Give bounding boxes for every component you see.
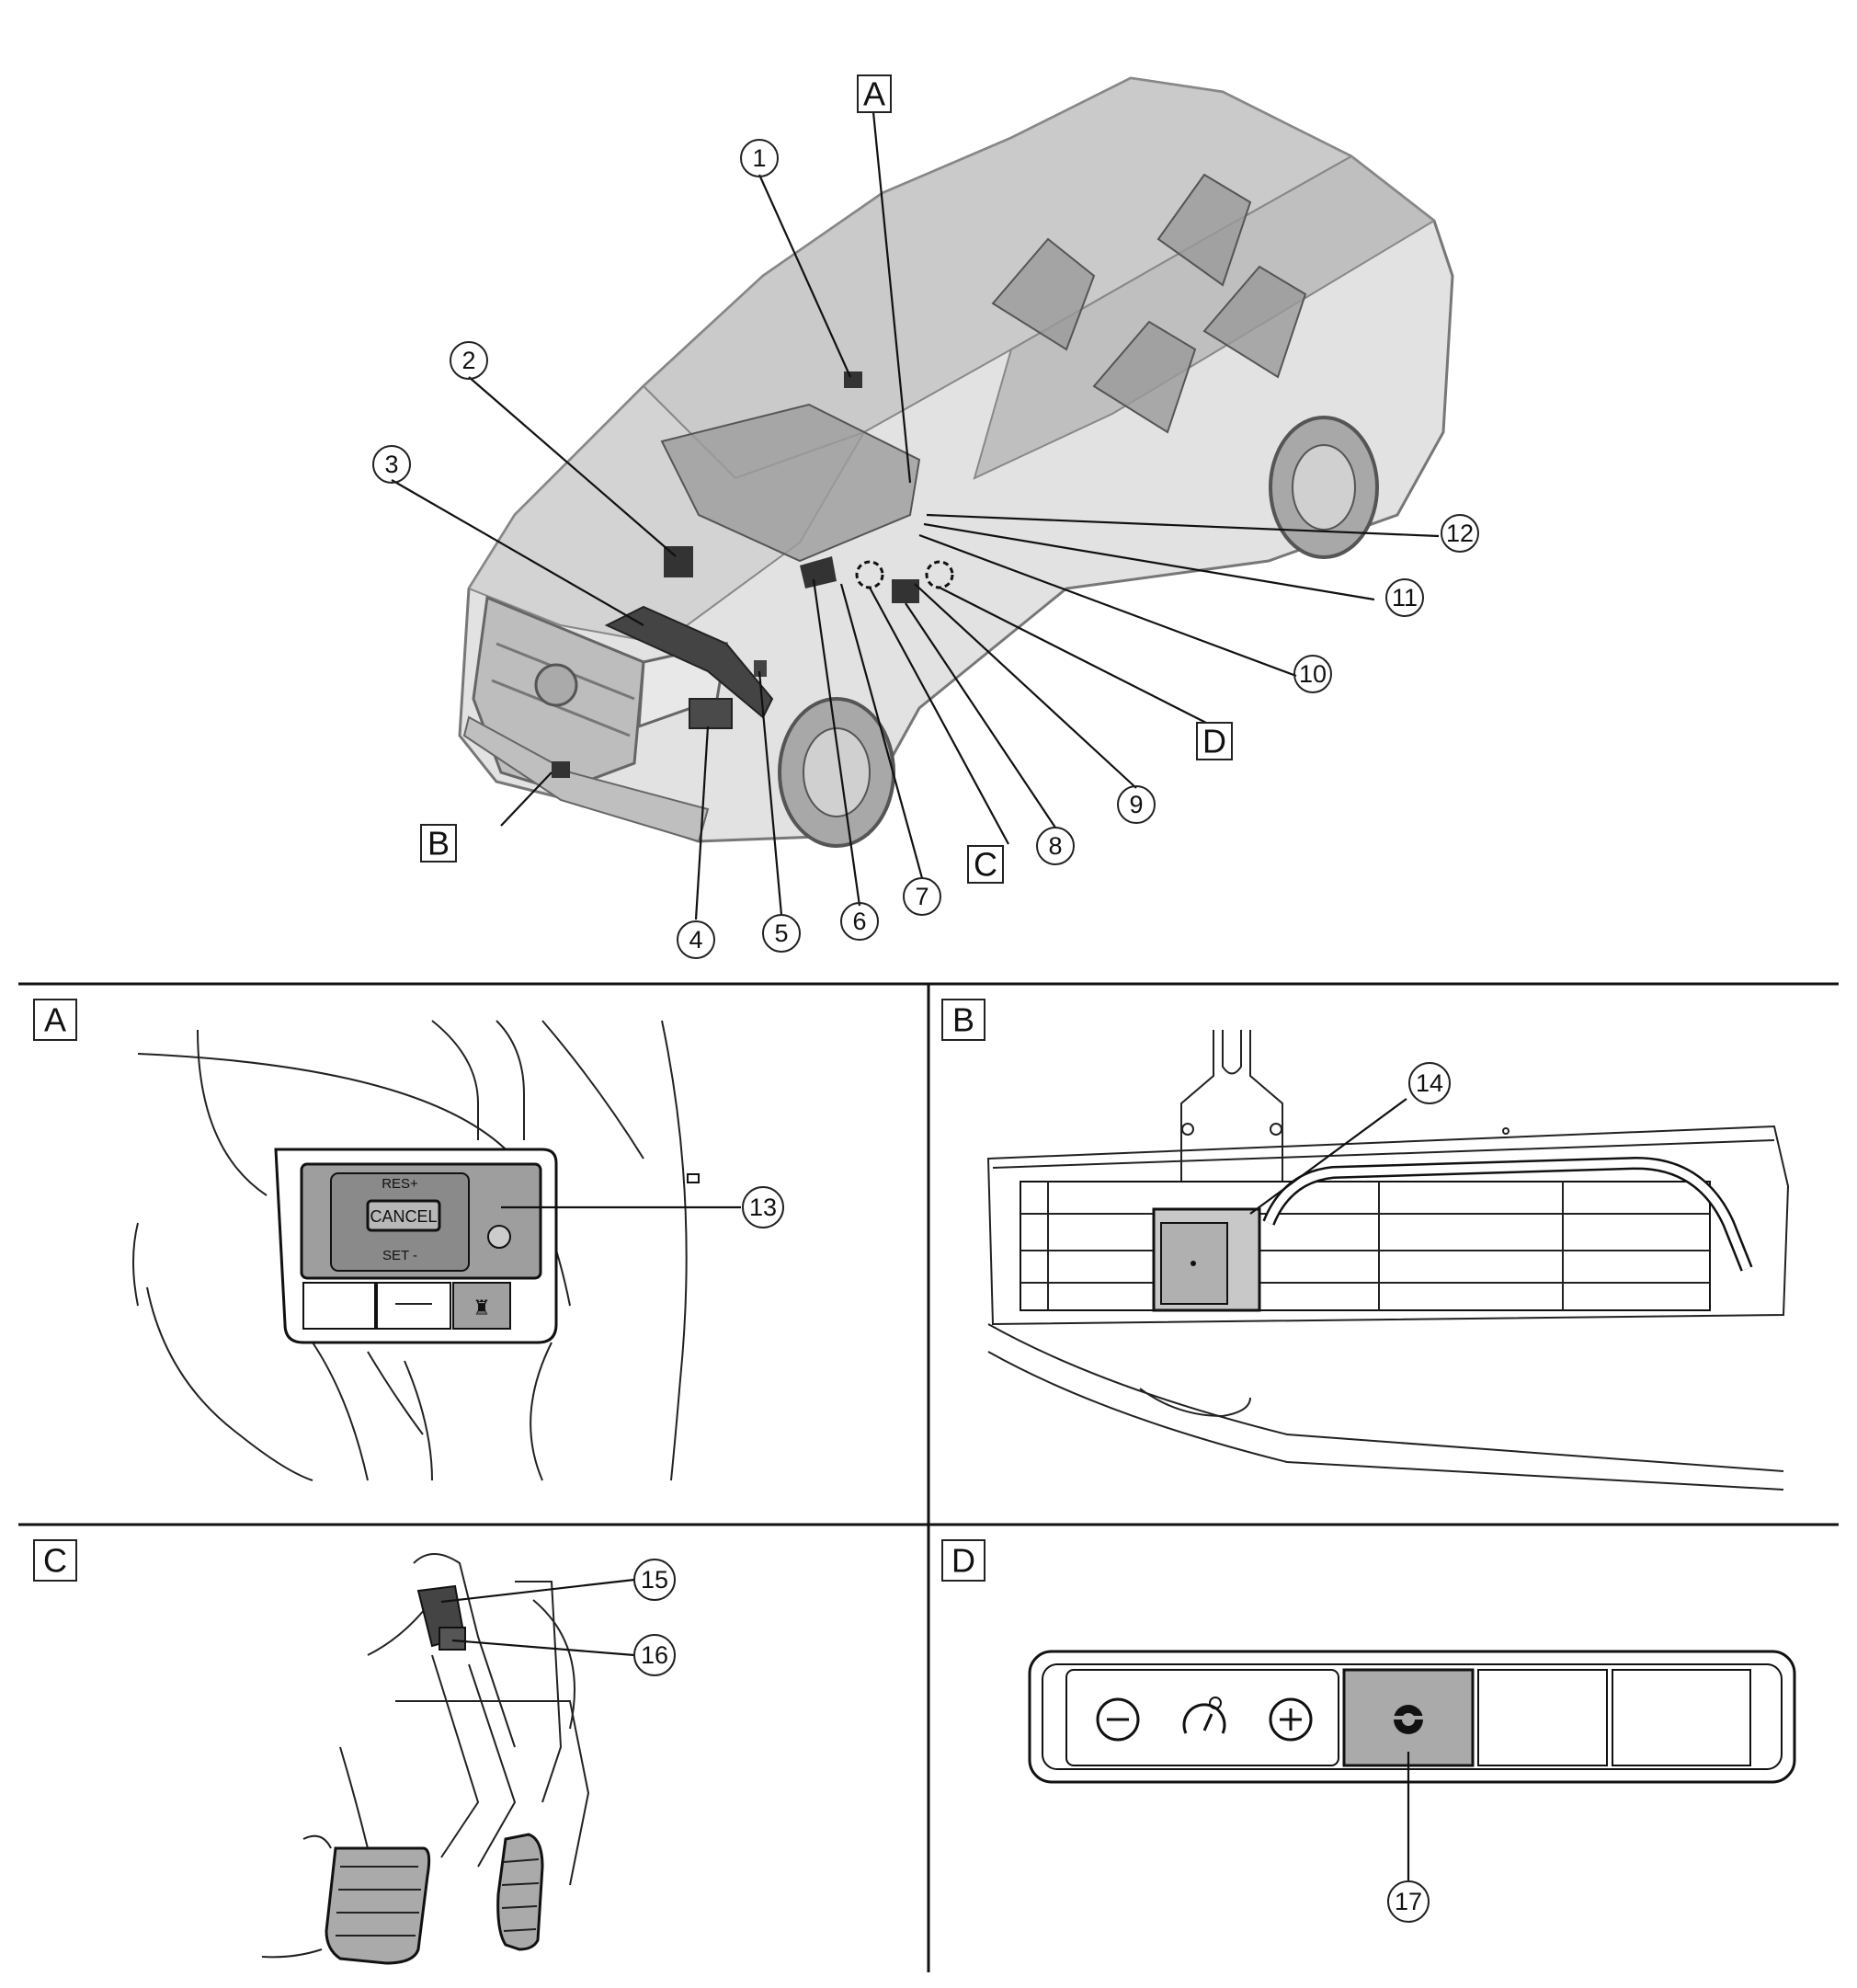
radar-sensor-dot	[1191, 1261, 1196, 1266]
component-1	[844, 371, 862, 388]
brake-pedal-position-switch	[439, 1627, 466, 1651]
svg-text:4: 4	[689, 926, 702, 954]
callout-3: 3	[372, 445, 411, 484]
svg-text:A: A	[863, 75, 885, 113]
callout-9: 9	[1117, 785, 1156, 824]
svg-text:D: D	[951, 1542, 975, 1580]
svg-text:14: 14	[1416, 1069, 1443, 1097]
callout-13: 13	[742, 1186, 784, 1228]
main-leader-lines	[391, 111, 1440, 920]
brake-pedal	[325, 1846, 431, 1965]
set-minus-label: SET -	[382, 1248, 417, 1263]
svg-text:13: 13	[749, 1194, 777, 1221]
svg-text:3: 3	[384, 451, 398, 478]
panel-a-mark	[687, 1173, 700, 1183]
main-view-labels: A B C D	[420, 74, 1233, 884]
vehicle-front-wheel-hub	[803, 727, 871, 817]
speed-adjust-switch[interactable]	[1065, 1669, 1339, 1766]
svg-text:16: 16	[641, 1641, 668, 1669]
lower-mid-button[interactable]	[376, 1282, 451, 1330]
panel-a: A RES+ CANCEL SET - ♜ 13	[33, 999, 784, 1481]
callout-15: 15	[633, 1559, 676, 1601]
svg-text:B: B	[952, 1001, 974, 1039]
view-label-d: D	[1196, 722, 1233, 760]
svg-text:C: C	[43, 1542, 67, 1580]
callout-6: 6	[840, 902, 879, 941]
svg-text:5: 5	[774, 920, 788, 947]
callout-2: 2	[450, 341, 488, 380]
vehicle-dashboard	[660, 403, 921, 563]
callout-7: 7	[903, 877, 941, 916]
cancel-button[interactable]	[366, 1199, 441, 1232]
component-5	[754, 660, 767, 677]
cancel-label: CANCEL	[370, 1207, 437, 1226]
svg-text:1: 1	[752, 144, 766, 172]
svg-text:C: C	[974, 846, 997, 884]
svg-text:11: 11	[1392, 584, 1418, 611]
svg-text:12: 12	[1446, 520, 1474, 547]
view-label-b: B	[420, 824, 457, 863]
panel-c: C 15 16	[33, 1539, 676, 1965]
callout-5: 5	[762, 914, 801, 953]
callout-1: 1	[740, 139, 779, 177]
minus-icon[interactable]	[1096, 1697, 1140, 1742]
component-8	[892, 579, 919, 603]
blank-switch-1[interactable]	[1477, 1669, 1608, 1766]
component-3	[604, 605, 774, 719]
svg-text:8: 8	[1048, 832, 1062, 860]
vehicle-emblem	[534, 663, 578, 707]
blank-switch-2[interactable]	[1612, 1669, 1751, 1766]
svg-text:D: D	[1202, 723, 1226, 760]
svg-text:A: A	[44, 1001, 66, 1039]
callout-16: 16	[633, 1634, 676, 1676]
svg-text:15: 15	[641, 1566, 668, 1594]
lower-left-button[interactable]	[302, 1282, 376, 1330]
panel-d: D 17	[941, 1539, 1796, 1923]
callout-10: 10	[1293, 655, 1332, 693]
svg-text:10: 10	[1299, 660, 1327, 688]
callout-11: 11	[1385, 578, 1424, 617]
callout-17: 17	[1387, 1880, 1430, 1923]
accelerator-pedal	[496, 1833, 544, 1951]
svg-text:7: 7	[915, 883, 928, 910]
component-4	[689, 698, 733, 729]
plus-icon[interactable]	[1269, 1697, 1313, 1742]
view-label-c: C	[967, 845, 1004, 884]
panel-grid	[18, 982, 1839, 1972]
callout-4: 4	[677, 920, 715, 959]
vehicle-bumper	[462, 715, 710, 843]
voice-icon: ♜	[473, 1297, 491, 1320]
callout-14: 14	[1408, 1062, 1451, 1104]
distance-switch-icon[interactable]	[487, 1225, 511, 1249]
grille-core	[1020, 1181, 1711, 1311]
svg-text:9: 9	[1129, 791, 1143, 818]
svg-text:2: 2	[461, 347, 475, 374]
callout-8: 8	[1036, 827, 1075, 865]
steering-assist-icon	[1394, 1705, 1423, 1734]
vehicle-rear-wheel-hub	[1292, 444, 1356, 531]
vehicle-view	[458, 76, 1454, 848]
voice-button[interactable]	[452, 1282, 511, 1330]
main-callouts: 1 2 3 4 5 6 7 8 9 10 11 12	[372, 139, 1479, 959]
panel-b: B 14	[941, 999, 1790, 1491]
cruise-speed-icon	[1182, 1697, 1226, 1734]
res-plus-label: RES+	[382, 1176, 418, 1192]
svg-text:17: 17	[1395, 1888, 1422, 1915]
view-label-a: A	[857, 74, 892, 113]
component-6	[800, 556, 837, 588]
callout-12: 12	[1441, 514, 1479, 553]
svg-text:6: 6	[852, 908, 866, 935]
svg-text:B: B	[427, 825, 450, 863]
component-front-sensor	[552, 761, 570, 778]
vehicle-seats	[991, 173, 1307, 434]
